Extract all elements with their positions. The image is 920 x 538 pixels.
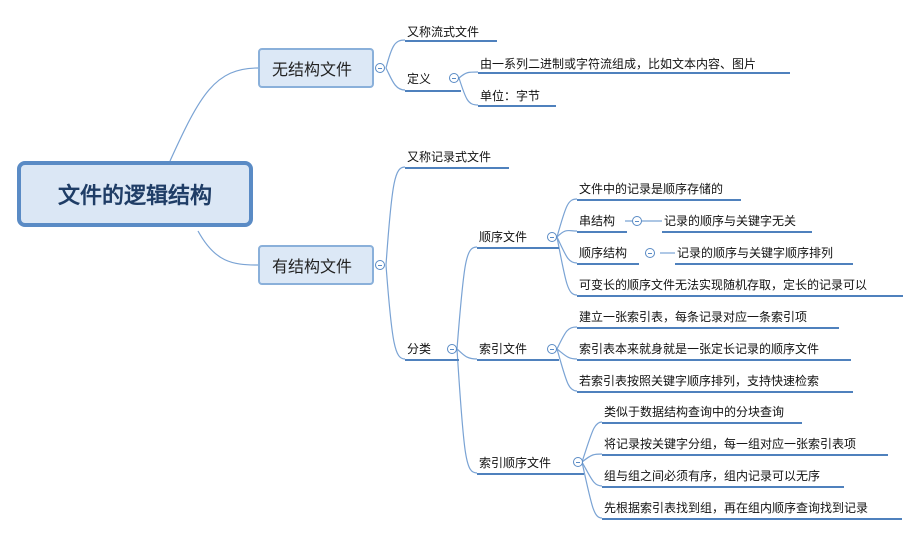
node-definition[interactable]: 定义 — [407, 72, 432, 86]
root-topic[interactable]: 文件的逻辑结构 — [17, 161, 253, 227]
collapse-indexed-sequential-icon[interactable] — [573, 457, 583, 467]
collapse-classification-icon[interactable] — [447, 344, 457, 354]
node-indexed-sequential-item[interactable]: 类似于数据结构查询中的分块查询 — [604, 405, 785, 419]
underline — [577, 231, 627, 233]
underline — [577, 199, 741, 201]
node-sequential-note[interactable]: 可变长的顺序文件无法实现随机存取，定长的记录可以 — [579, 278, 868, 292]
underline — [478, 105, 556, 107]
underline — [478, 72, 790, 74]
underline — [602, 518, 902, 520]
underline — [577, 359, 851, 361]
node-chain-structure[interactable]: 串结构 — [579, 214, 616, 228]
underline — [577, 391, 853, 393]
node-indexed-sequential-file[interactable]: 索引顺序文件 — [479, 456, 552, 470]
collapse-chain-icon[interactable] — [632, 216, 642, 226]
underline — [662, 231, 812, 233]
node-indexed-item[interactable]: 若索引表按照关键字顺序排列，支持快速检索 — [579, 374, 820, 388]
underline — [577, 295, 903, 297]
node-chain-detail[interactable]: 记录的顺序与关键字无关 — [664, 214, 797, 228]
node-record-file-alias[interactable]: 又称记录式文件 — [407, 150, 492, 164]
collapse-indexed-icon[interactable] — [547, 344, 557, 354]
collapse-order-icon[interactable] — [645, 248, 655, 258]
collapse-definition-icon[interactable] — [449, 73, 459, 83]
underline — [477, 359, 559, 361]
underline — [602, 454, 888, 456]
node-order-structure[interactable]: 顺序结构 — [579, 246, 628, 260]
node-unstructured-file[interactable]: 无结构文件 — [258, 48, 374, 88]
underline — [577, 327, 839, 329]
node-sequential-file[interactable]: 顺序文件 — [479, 230, 528, 244]
collapse-unstructured-icon[interactable] — [375, 63, 385, 73]
node-structured-file[interactable]: 有结构文件 — [258, 245, 374, 285]
node-stream-file-alias[interactable]: 又称流式文件 — [407, 25, 480, 39]
underline — [602, 422, 802, 424]
underline — [405, 90, 461, 92]
collapse-structured-icon[interactable] — [375, 260, 385, 270]
node-definition-unit[interactable]: 单位：字节 — [480, 89, 541, 103]
underline — [577, 263, 639, 265]
node-indexed-item[interactable]: 索引表本来就身就是一张定长记录的顺序文件 — [579, 342, 820, 356]
node-unstructured-label: 无结构文件 — [272, 60, 353, 79]
node-definition-binary[interactable]: 由一系列二进制或字符流组成，比如文本内容、图片 — [480, 57, 757, 71]
underline — [675, 263, 853, 265]
underline — [477, 247, 559, 249]
node-indexed-sequential-item[interactable]: 将记录按关键字分组，每一组对应一张索引表项 — [604, 437, 857, 451]
underline — [405, 359, 459, 361]
underline — [405, 40, 497, 42]
root-title: 文件的逻辑结构 — [57, 184, 212, 209]
node-order-detail[interactable]: 记录的顺序与关键字顺序排列 — [677, 246, 834, 260]
node-indexed-item[interactable]: 建立一张索引表，每条记录对应一条索引项 — [579, 310, 808, 324]
node-classification[interactable]: 分类 — [407, 342, 432, 356]
underline — [477, 473, 584, 475]
node-structured-label: 有结构文件 — [272, 257, 353, 276]
underline — [602, 486, 844, 488]
node-sequential-stored[interactable]: 文件中的记录是顺序存储的 — [579, 182, 724, 196]
node-indexed-sequential-item[interactable]: 组与组之间必须有序，组内记录可以无序 — [604, 469, 821, 483]
collapse-sequential-icon[interactable] — [547, 232, 557, 242]
node-indexed-file[interactable]: 索引文件 — [479, 342, 528, 356]
node-indexed-sequential-item[interactable]: 先根据索引表找到组，再在组内顺序查询找到记录 — [604, 501, 869, 515]
underline — [405, 167, 509, 169]
